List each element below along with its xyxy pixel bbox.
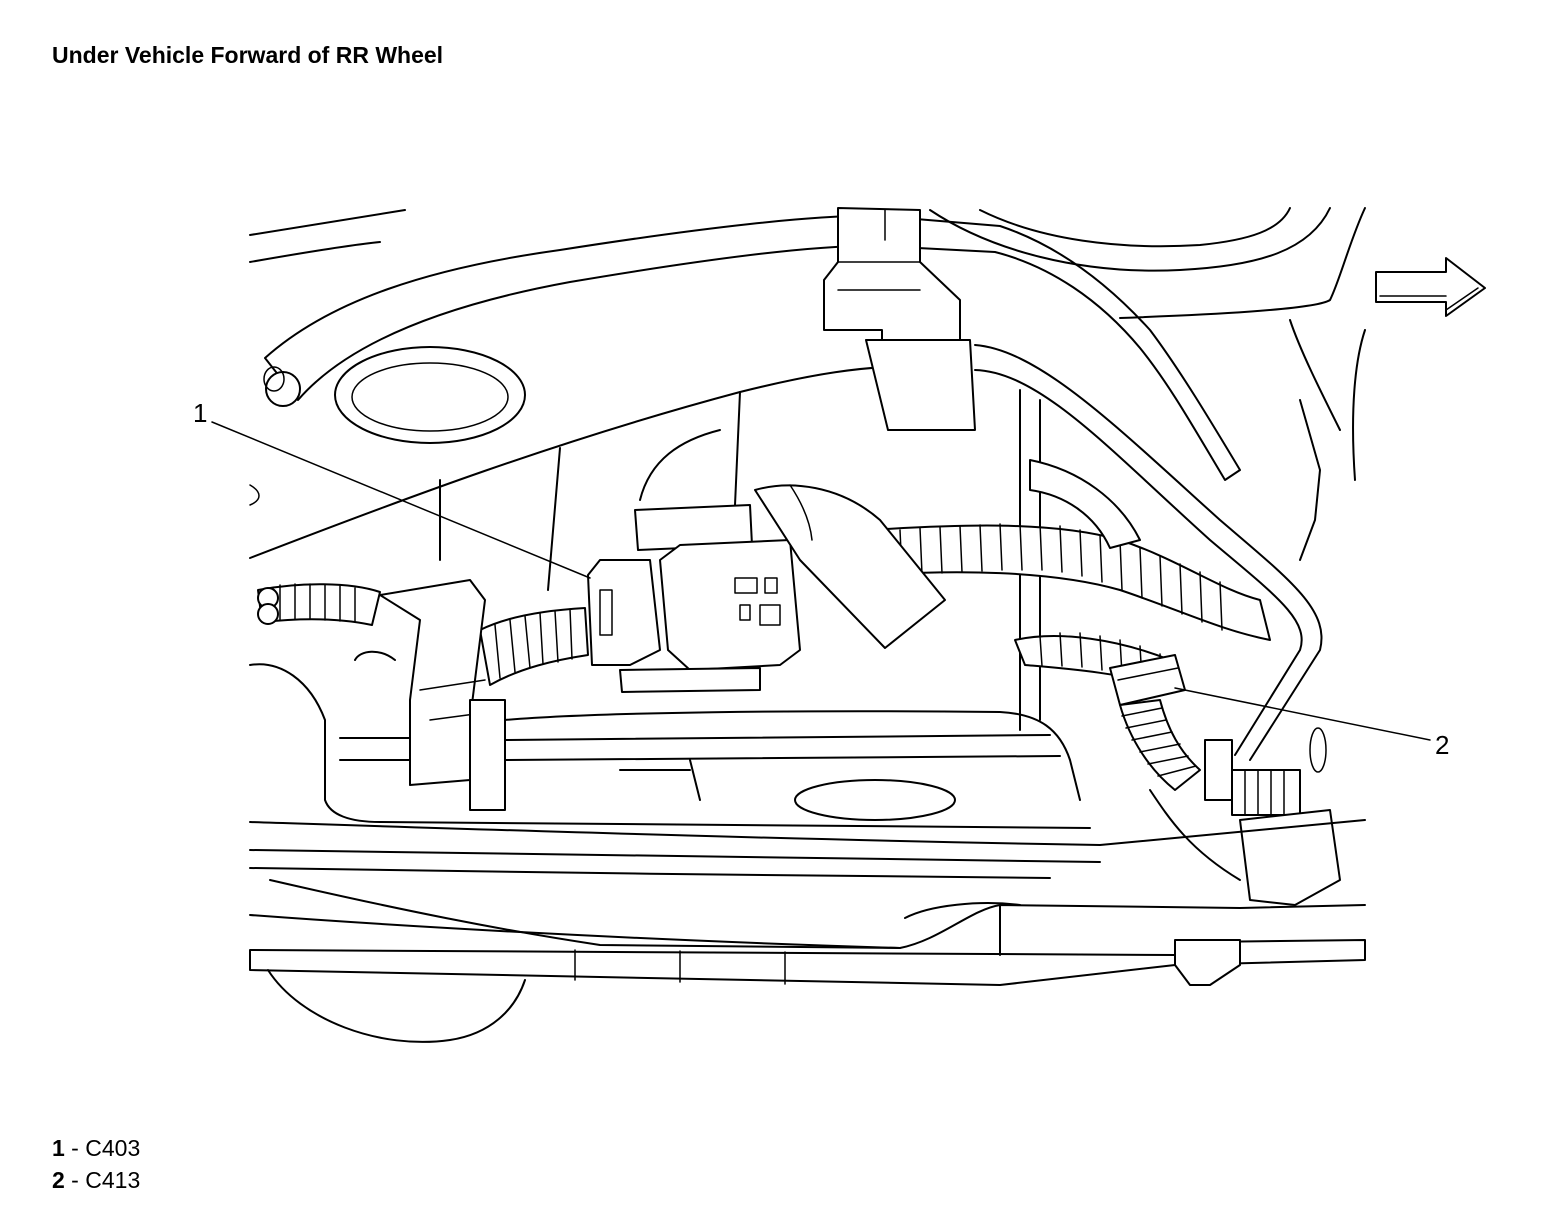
frame-edge-top bbox=[249, 209, 406, 236]
connector-c413-detail bbox=[1117, 667, 1179, 681]
floor-pan-edge bbox=[249, 663, 1091, 829]
floor-opening bbox=[334, 346, 526, 444]
fender-edge-3 bbox=[1352, 329, 1366, 481]
harness-c413-corrugation bbox=[1121, 707, 1197, 777]
exhaust-hanger bbox=[1174, 939, 1241, 986]
harness-c413-down bbox=[1119, 699, 1201, 791]
tape-flag bbox=[754, 484, 946, 649]
harness-left-end bbox=[257, 583, 381, 626]
lower-right-bracket bbox=[1239, 809, 1341, 906]
legend-item-2-separator: - bbox=[64, 1167, 86, 1193]
bolt-hole bbox=[1309, 727, 1327, 773]
rocker-line-5 bbox=[249, 914, 901, 949]
connector-c403-right bbox=[659, 539, 801, 671]
wheelhouse-upper bbox=[929, 207, 1331, 272]
connector-pin-3 bbox=[739, 604, 751, 621]
connector-c403-latch bbox=[599, 589, 613, 636]
fitting bbox=[1204, 739, 1233, 801]
brake-line-2 bbox=[974, 369, 1303, 756]
harness-loop-upper bbox=[1029, 459, 1141, 549]
legend-item-1: 1 - C403 bbox=[52, 1132, 140, 1164]
tape-wrap-post bbox=[469, 699, 506, 811]
harness-right-end bbox=[1231, 769, 1301, 816]
connector-pin-1 bbox=[734, 577, 758, 594]
callout-1-number: 1 bbox=[193, 398, 208, 428]
harness-left-corrugation bbox=[279, 583, 356, 623]
tube-clip-detail bbox=[837, 209, 921, 291]
legend-item-2-number: 2 bbox=[52, 1167, 65, 1193]
legend-item-2: 2 - C413 bbox=[52, 1164, 140, 1196]
harness-right-end-corrugation bbox=[1244, 769, 1285, 816]
panel-line-4 bbox=[734, 391, 741, 506]
floor-drain-hole bbox=[794, 779, 956, 821]
rocker-curve-2 bbox=[1149, 789, 1241, 881]
tube-end-inner bbox=[263, 366, 285, 392]
rocker-line-4 bbox=[269, 879, 1366, 949]
connector-pin-2 bbox=[764, 577, 778, 594]
brake-line-1 bbox=[974, 344, 1323, 761]
wheel-arc-left bbox=[267, 969, 526, 1043]
forward-arrow-icon bbox=[1375, 257, 1486, 317]
harness-branch-corrugation bbox=[1039, 632, 1163, 687]
leader-line-2 bbox=[1174, 687, 1431, 741]
tube-clip-lower bbox=[865, 339, 976, 431]
panel-line-1 bbox=[249, 365, 901, 559]
page-title: Under Vehicle Forward of RR Wheel bbox=[52, 42, 444, 68]
legend-item-1-code: C403 bbox=[85, 1135, 141, 1161]
fender-edge-2 bbox=[1289, 319, 1341, 431]
leader-line-1 bbox=[211, 421, 591, 579]
frame-edge-top-2 bbox=[249, 241, 381, 263]
harness-left-cap-2 bbox=[257, 603, 279, 625]
legend: 1 - C403 2 - C413 bbox=[52, 1132, 140, 1196]
callout-2-number: 2 bbox=[1435, 730, 1450, 760]
floor-rail-1 bbox=[339, 734, 1051, 741]
panel-line-3 bbox=[547, 447, 561, 591]
clip-wire bbox=[354, 650, 396, 661]
rocker-line-1 bbox=[249, 819, 1366, 846]
wheelhouse-upper-2 bbox=[979, 207, 1291, 248]
panel-notch bbox=[249, 484, 260, 506]
rocker-curve bbox=[904, 902, 1021, 919]
harness-left-mid bbox=[479, 607, 589, 686]
fender-edge bbox=[1119, 207, 1366, 319]
panel-line-5 bbox=[639, 429, 721, 501]
upper-tube bbox=[264, 214, 1241, 481]
rocker-line-2 bbox=[249, 849, 1101, 863]
harness-left-mid-corrugation bbox=[494, 608, 573, 679]
harness-main-right bbox=[869, 524, 1271, 641]
tape-flag-fold bbox=[789, 484, 813, 541]
floor-rail-2 bbox=[339, 755, 1061, 761]
legend-item-1-separator: - bbox=[64, 1135, 86, 1161]
floor-detail bbox=[619, 759, 701, 801]
legend-item-1-number: 1 bbox=[52, 1135, 65, 1161]
connector-c403-left bbox=[587, 559, 661, 666]
exhaust-pipe-joints bbox=[574, 949, 786, 985]
connector-pin-4 bbox=[759, 604, 781, 626]
rocker-line-3 bbox=[249, 867, 1051, 879]
forward-arrow-shadow bbox=[1379, 287, 1479, 311]
shock-mount bbox=[1299, 399, 1321, 561]
tube-end bbox=[265, 371, 301, 407]
legend-item-2-code: C413 bbox=[85, 1167, 141, 1193]
floor-opening-inner bbox=[351, 362, 509, 432]
floor-rail-3 bbox=[504, 710, 1081, 801]
connector-c403-base bbox=[619, 667, 761, 693]
